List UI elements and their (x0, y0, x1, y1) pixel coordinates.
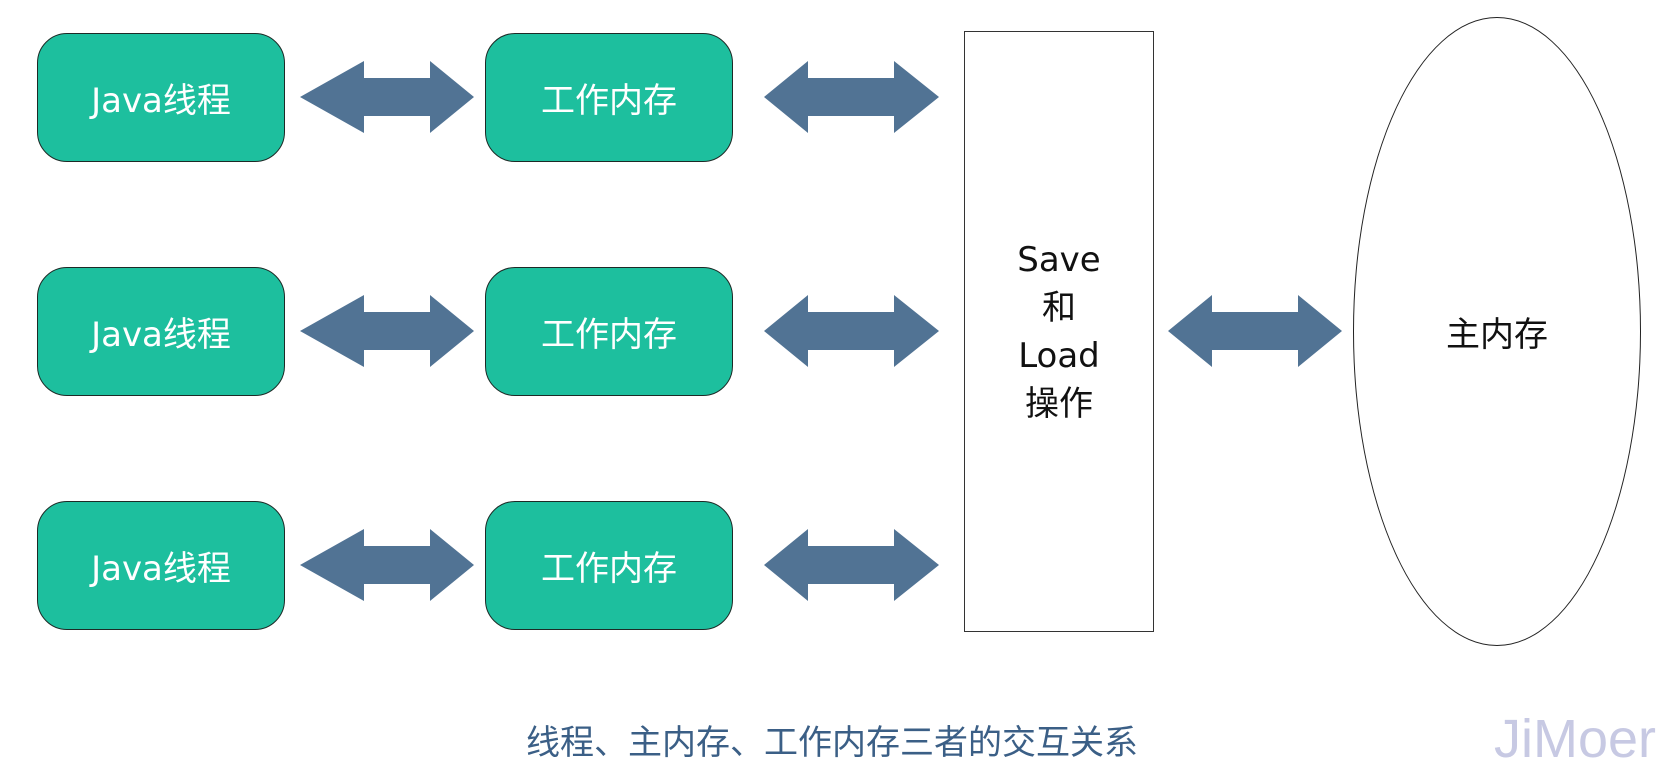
work-memory-label: 工作内存 (541, 81, 677, 121)
work-memory-label: 工作内存 (541, 549, 677, 589)
work-memory-label: 工作内存 (541, 315, 677, 355)
arrow-thread-work-2 (300, 295, 474, 367)
java-thread-node-1: Java线程 (37, 33, 285, 162)
arrow-work-op-1 (764, 61, 939, 133)
save-load-operation-box: Save 和 Load 操作 (964, 31, 1154, 632)
java-thread-label: Java线程 (91, 315, 231, 355)
java-thread-label: Java线程 (91, 81, 231, 121)
main-memory-ellipse: 主内存 (1353, 17, 1641, 646)
main-memory-label: 主内存 (1446, 315, 1548, 355)
arrow-thread-work-3 (300, 529, 474, 601)
work-memory-node-1: 工作内存 (485, 33, 733, 162)
work-memory-node-2: 工作内存 (485, 267, 733, 396)
diagram-caption: 线程、主内存、工作内存三者的交互关系 (526, 723, 1138, 763)
operation-line-4: 操作 (1025, 383, 1093, 424)
watermark-text: JiMoer (1493, 709, 1656, 769)
operation-line-3: Load (1018, 335, 1100, 376)
operation-line-1: Save (1017, 239, 1101, 280)
arrow-thread-work-1 (300, 61, 474, 133)
arrow-work-op-2 (764, 295, 939, 367)
java-thread-node-2: Java线程 (37, 267, 285, 396)
java-thread-label: Java线程 (91, 549, 231, 589)
arrow-op-main (1168, 295, 1342, 367)
arrow-work-op-3 (764, 529, 939, 601)
work-memory-node-3: 工作内存 (485, 501, 733, 630)
operation-line-2: 和 (1042, 287, 1076, 328)
java-thread-node-3: Java线程 (37, 501, 285, 630)
